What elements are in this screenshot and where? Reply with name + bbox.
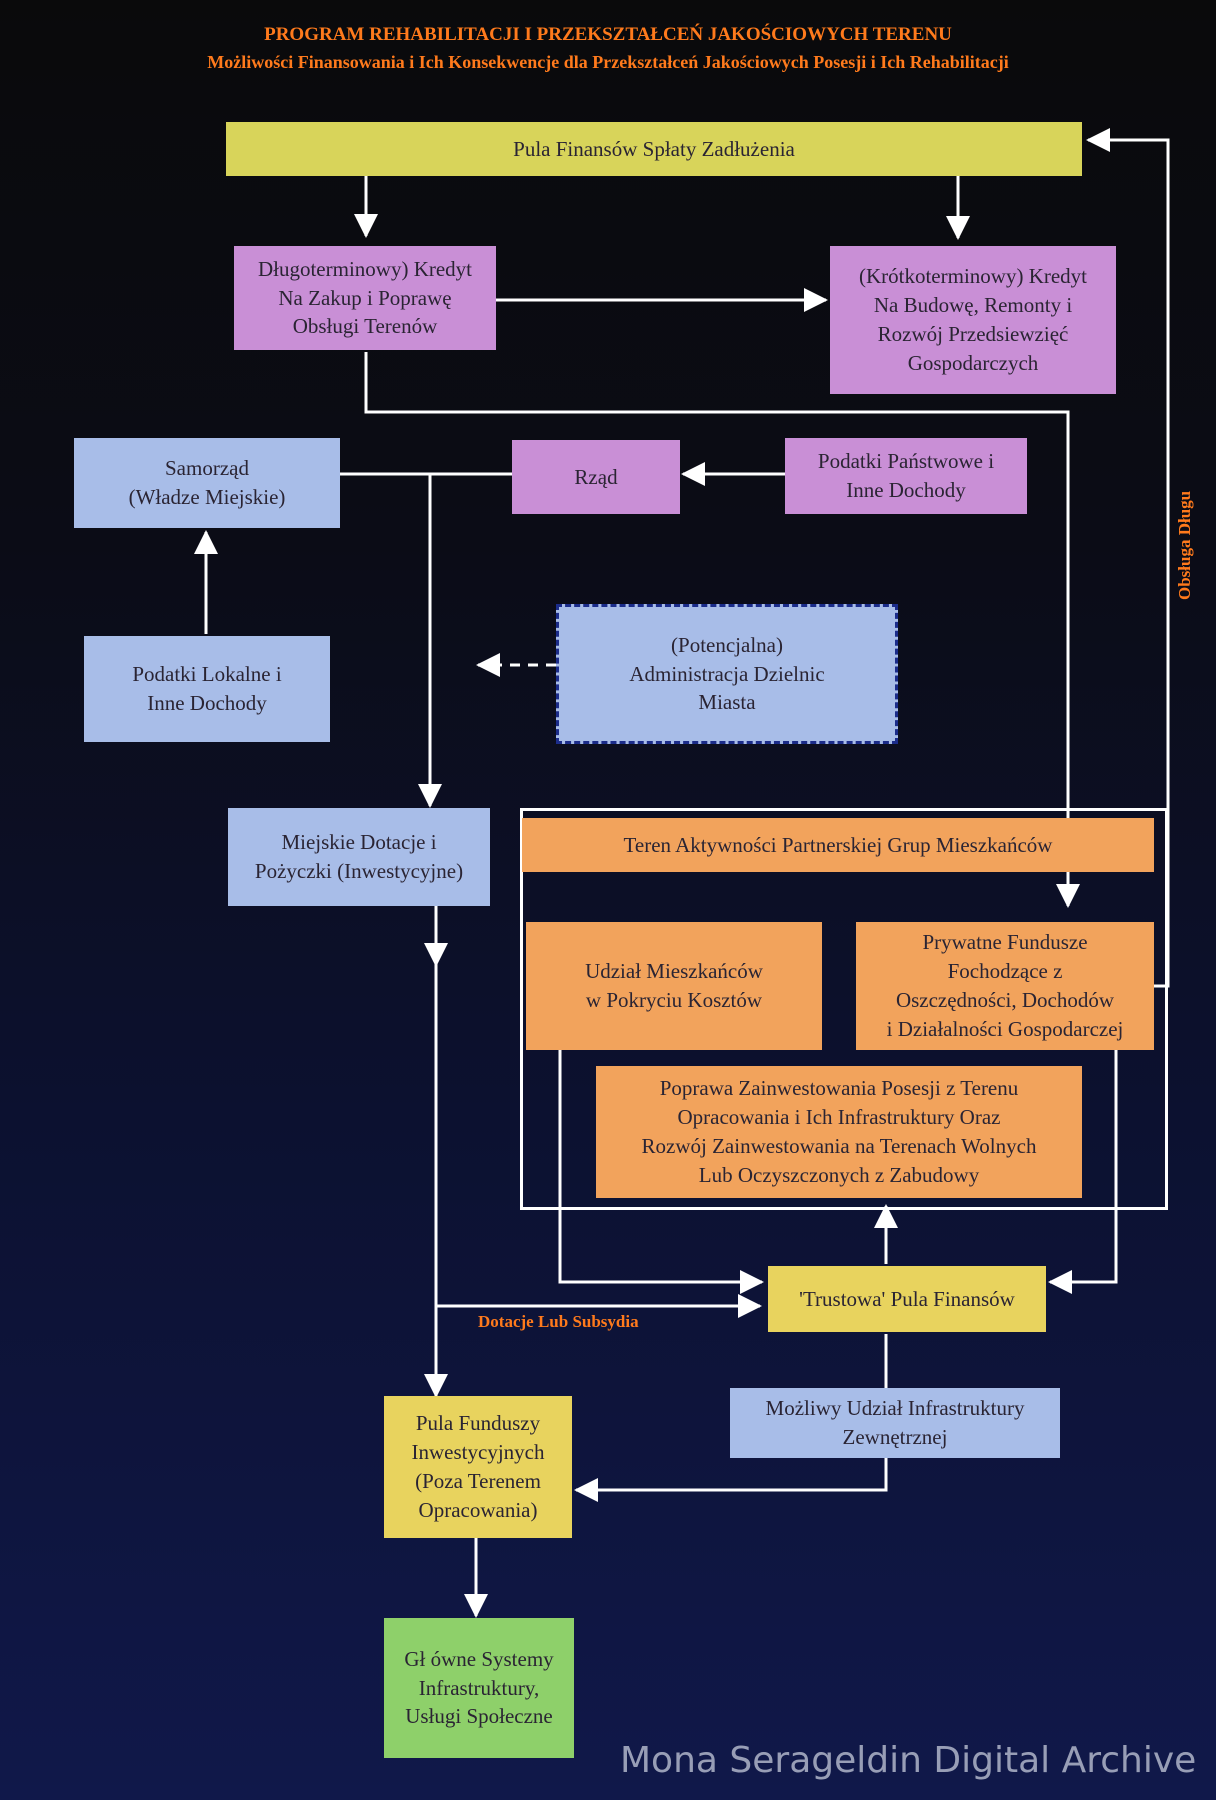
property-improvement: Poprawa Zainwestowania Posesji z Terenu …: [596, 1066, 1082, 1198]
partnership-area: Teren Aktywności Partnerskiej Grup Miesz…: [522, 818, 1154, 872]
short-term-credit: (Krótkoterminowy) Kredyt Na Budowę, Remo…: [830, 246, 1116, 394]
watermark: Mona Serageldin Digital Archive: [620, 1740, 1197, 1781]
investment-fund-pool: Pula Funduszy Inwestycyjnych (Poza Teren…: [384, 1396, 572, 1538]
edge-private-to-trust: [1048, 1050, 1118, 1294]
diagram-subtitle: Możliwości Finansowania i Ich Konsekwenc…: [207, 52, 1009, 72]
district-administration: (Potencjalna) Administracja Dzielnic Mia…: [556, 604, 898, 744]
diagram-title: PROGRAM REHABILITACJI I PRZEKSZTAŁCEŃ JA…: [264, 24, 952, 45]
edge-resident-to-trust: [558, 1050, 764, 1294]
edge-long-credit-to-private-funds: [364, 352, 1080, 908]
state-taxes: Podatki Państwowe i Inne Dochody: [785, 438, 1027, 514]
rzad: Rząd: [512, 440, 680, 514]
partnership-area-frame: [520, 808, 1168, 1210]
resident-cost-share: Udział Mieszkańców w Pokryciu Kosztów: [526, 922, 822, 1050]
debt-service-label: Obsługa Długu: [1175, 490, 1194, 600]
trust-fund-pool: 'Trustowa' Pula Finansów: [768, 1266, 1046, 1332]
private-funds: Prywatne Fundusze Fochodzące z Oszczędno…: [856, 922, 1154, 1050]
long-term-credit: Długoterminowy) Kredyt Na Zakup i Popraw…: [234, 246, 496, 350]
city-grants-loans: Miejskie Dotacje i Pożyczki (Inwestycyjn…: [228, 808, 490, 906]
subsidies-label: Dotacje Lub Subsydia: [478, 1312, 639, 1331]
external-infrastructure: Możliwy Udział Infrastruktury Zewnętrzne…: [730, 1388, 1060, 1458]
samorzad: Samorząd (Władze Miejskie): [74, 438, 340, 528]
main-infrastructure-systems: Gł ówne Systemy Infrastruktury, Usługi S…: [384, 1618, 574, 1758]
debt-repayment-pool: Pula Finansów Spłaty Zadłużenia: [226, 122, 1082, 176]
edge-debt-service-loop: [1086, 128, 1170, 988]
edge-external-to-investment-pool: [574, 1458, 888, 1502]
local-taxes: Podatki Lokalne i Inne Dochody: [84, 636, 330, 742]
